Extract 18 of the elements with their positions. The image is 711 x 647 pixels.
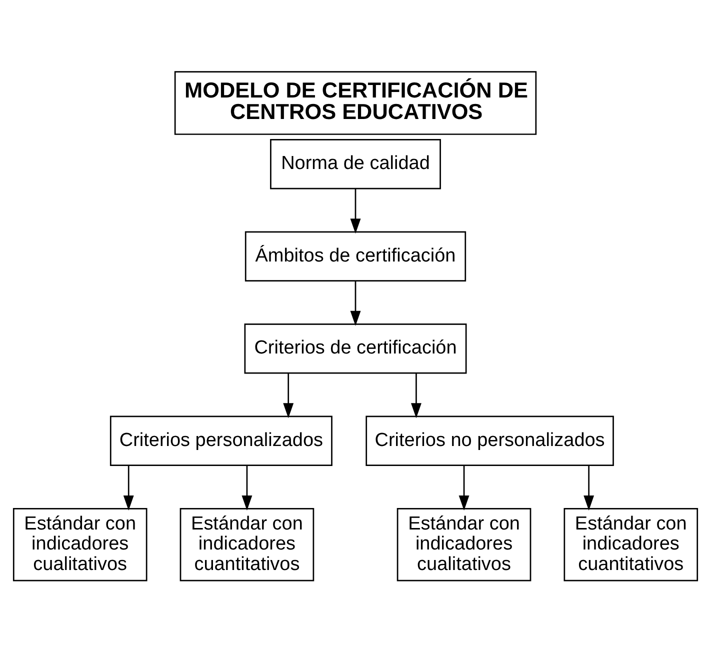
node-box: Norma de calidad xyxy=(270,139,441,190)
node-box: Estándar con indicadores cuantitativos xyxy=(564,508,698,582)
arrow xyxy=(410,373,422,418)
arrow xyxy=(350,188,361,234)
arrow xyxy=(458,465,470,510)
node-box: Estándar con indicadores cualitativos xyxy=(396,508,532,582)
arrow xyxy=(123,465,134,510)
arrow xyxy=(283,373,294,418)
arrow xyxy=(242,465,252,510)
arrow xyxy=(350,281,361,326)
node-box: Criterios personalizados xyxy=(110,416,332,466)
arrow xyxy=(584,465,594,510)
node-box: Criterios de certificación xyxy=(244,324,467,374)
node-box: Ámbitos de certificación xyxy=(244,231,466,282)
node-box: Estándar con indicadores cuantitativos xyxy=(180,508,314,582)
node-box: Estándar con indicadores cualitativos xyxy=(12,508,148,582)
node-box: Criterios no personalizados xyxy=(366,416,614,466)
diagram-title: MODELO DE CERTIFICACIÓN DE CENTROS EDUCATIVOS xyxy=(184,77,528,124)
